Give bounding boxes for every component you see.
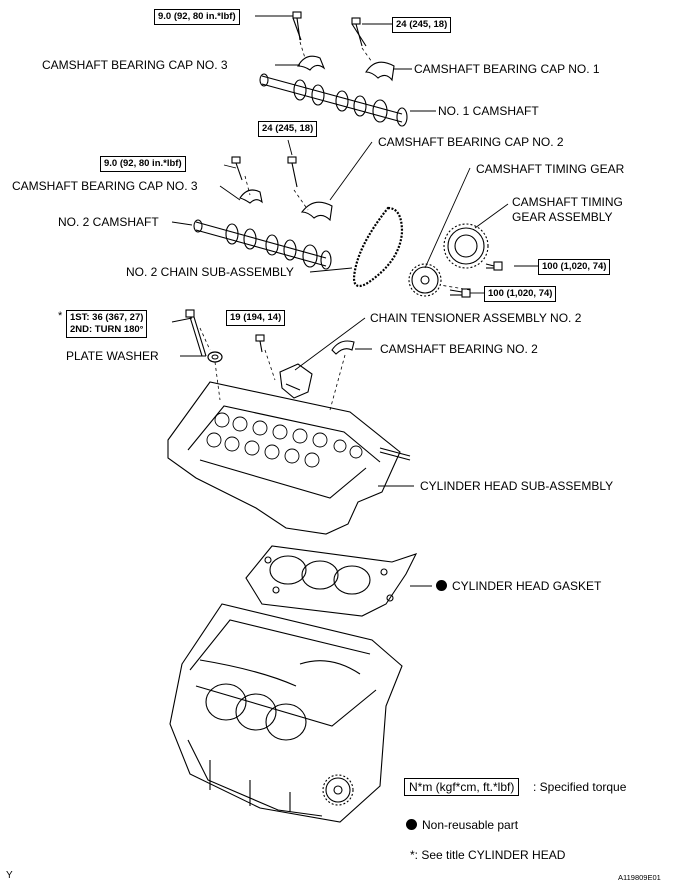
corner-code-left: Y <box>6 870 13 881</box>
label-gasket: CYLINDER HEAD GASKET <box>436 579 601 593</box>
cylinder-head <box>167 381 411 535</box>
bolts <box>185 11 503 357</box>
label-cap-no2: CAMSHAFT BEARING CAP NO. 2 <box>378 135 564 149</box>
figure-id: A119809E01 <box>618 873 661 882</box>
asterisk-mark: * <box>58 310 63 322</box>
bearing-caps <box>239 55 395 222</box>
torque-spec-box: 100 (1,020, 74) <box>538 259 611 275</box>
chain-sub-assembly <box>352 206 404 288</box>
label-timing-gear: CAMSHAFT TIMING GEAR <box>476 162 625 176</box>
torque-value: 100 (1,020, 74) <box>542 261 607 272</box>
label-gasket-text: CYLINDER HEAD GASKET <box>452 579 602 593</box>
legend-non-reusable: Non-reusable part <box>406 818 518 832</box>
torque-spec-box: 9.0 (92, 80 in.*lbf) <box>154 9 240 25</box>
label-cap-no3-lower: CAMSHAFT BEARING CAP NO. 3 <box>12 179 198 193</box>
label-cap-no1: CAMSHAFT BEARING CAP NO. 1 <box>414 62 600 76</box>
label-plate-washer: PLATE WASHER <box>66 349 159 363</box>
camshaft-no2 <box>193 219 332 270</box>
chain-tensioner <box>279 363 313 399</box>
label-no1-camshaft: NO. 1 CAMSHAFT <box>438 104 539 118</box>
timing-gear-assembly <box>443 223 489 269</box>
torque-spec-box: 24 (245, 18) <box>392 17 452 33</box>
plate-washer <box>207 351 223 363</box>
torque-step-1: 1ST: 36 (367, 27) <box>70 312 144 323</box>
legend-asterisk-note: *: See title CYLINDER HEAD <box>410 848 566 862</box>
legend-torque-unit: N*m (kgf*cm, ft.*lbf) <box>409 780 515 794</box>
label-no2-camshaft: NO. 2 CAMSHAFT <box>58 215 159 229</box>
label-bearing-no2: CAMSHAFT BEARING NO. 2 <box>380 342 538 356</box>
legend-torque-text: : Specified torque <box>533 780 627 794</box>
label-cylinder-head: CYLINDER HEAD SUB-ASSEMBLY <box>420 479 614 493</box>
torque-value: 19 (194, 14) <box>230 312 282 323</box>
non-reusable-dot-icon <box>406 819 417 830</box>
label-cap-no3-upper: CAMSHAFT BEARING CAP NO. 3 <box>42 58 228 72</box>
torque-value: 9.0 (92, 80 in.*lbf) <box>158 11 236 22</box>
label-gear-assembly-line2: GEAR ASSEMBLY <box>512 210 613 224</box>
torque-value: 100 (1,020, 74) <box>488 288 553 299</box>
torque-spec-box: 9.0 (92, 80 in.*lbf) <box>100 156 186 172</box>
torque-step-2: 2ND: TURN 180° <box>70 324 144 335</box>
torque-value: 24 (245, 18) <box>262 123 314 134</box>
camshaft-bearing-no2 <box>331 340 355 355</box>
non-reusable-dot-icon <box>436 580 447 591</box>
torque-value: 9.0 (92, 80 in.*lbf) <box>104 158 182 169</box>
legend-non-reusable-text: Non-reusable part <box>422 818 519 832</box>
assembly-dashes <box>199 41 471 411</box>
timing-gear <box>408 263 442 297</box>
torque-spec-box-two-step: 1ST: 36 (367, 27) 2ND: TURN 180° <box>66 310 148 338</box>
label-gear-assembly-line1: CAMSHAFT TIMING <box>512 195 623 209</box>
leader-lines <box>171 15 538 587</box>
torque-spec-box: 24 (245, 18) <box>258 121 318 137</box>
engine-block <box>169 603 403 823</box>
label-chain: NO. 2 CHAIN SUB-ASSEMBLY <box>126 265 294 279</box>
torque-spec-box: 100 (1,020, 74) <box>484 286 557 302</box>
torque-spec-box: 19 (194, 14) <box>226 310 286 326</box>
cylinder-head-gasket <box>245 545 418 617</box>
torque-value: 24 (245, 18) <box>396 19 448 30</box>
legend-torque-unit-box: N*m (kgf*cm, ft.*lbf) <box>404 778 520 796</box>
camshaft-no1 <box>259 73 408 127</box>
label-tensioner: CHAIN TENSIONER ASSEMBLY NO. 2 <box>370 311 582 325</box>
